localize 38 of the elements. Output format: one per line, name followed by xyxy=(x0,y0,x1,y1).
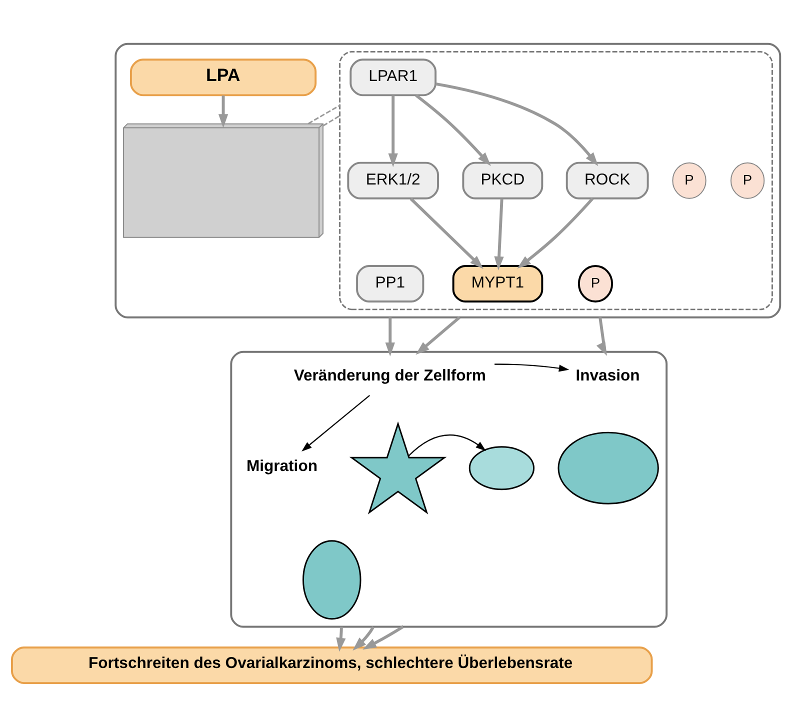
arrow xyxy=(415,94,491,166)
arrow xyxy=(336,626,346,652)
node-circle: P xyxy=(578,265,614,303)
node-text: Invasion xyxy=(576,367,640,384)
arrow xyxy=(436,82,598,166)
node-box: PP1 xyxy=(356,265,424,303)
arrow xyxy=(388,96,398,168)
node-circle xyxy=(468,446,535,490)
arrow xyxy=(352,625,375,651)
arrow xyxy=(416,316,461,355)
node-circle xyxy=(558,432,659,504)
arrow xyxy=(494,364,570,372)
arrow xyxy=(302,394,370,452)
node-box: Fortschreiten des Ovarialkarzinoms, schlechtere Überlebensrate xyxy=(10,646,653,684)
node-circle: P xyxy=(730,162,765,199)
node-box: ERK1/2 xyxy=(347,162,439,200)
node-circle xyxy=(302,540,362,620)
node-box: PKCD xyxy=(462,162,544,200)
arrow xyxy=(596,317,607,356)
node-circle: P xyxy=(672,162,706,199)
arrow xyxy=(517,198,594,269)
cluster xyxy=(339,51,773,310)
cluster xyxy=(230,350,668,628)
node-text: Migration xyxy=(246,458,318,475)
connector xyxy=(322,115,340,127)
connector xyxy=(308,104,340,124)
node-box: ROCK xyxy=(566,162,649,200)
arrow xyxy=(385,317,395,356)
cluster xyxy=(114,42,782,318)
arrow xyxy=(218,96,228,128)
arrow xyxy=(408,434,486,456)
arrow xyxy=(410,198,484,269)
node-box: MYPT1 xyxy=(452,265,544,303)
arrow xyxy=(494,198,504,270)
node-box: LPA xyxy=(130,58,317,96)
node-text: Veränderung der Zellform xyxy=(294,367,486,384)
node-box: LPAR1 xyxy=(350,58,437,96)
node-star xyxy=(349,421,447,514)
